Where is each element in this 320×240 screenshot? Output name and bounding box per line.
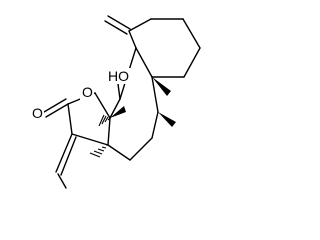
- hash-junction-upper: [98, 114, 111, 127]
- cyclohexane-ring: [128, 18, 201, 78]
- atom-label-hydroxyl: HO: [106, 68, 132, 84]
- wedge-methyl: [158, 112, 176, 127]
- carbonyl-oxygen-label: O: [32, 105, 43, 121]
- wedge-bonds: [110, 77, 176, 127]
- chemical-structure: HO O O: [30, 15, 201, 189]
- hash-junction-lower: [89, 144, 108, 158]
- atom-label-carbonyl-oxygen: O: [30, 105, 44, 121]
- lower-exocyclic-methylene: [55, 133, 77, 189]
- middle-ring: [107, 47, 159, 161]
- top-exocyclic-methylene: [104, 15, 152, 35]
- carbonyl-bond: [43, 98, 69, 118]
- lactone-ring: [67, 92, 111, 146]
- hashed-bonds: [89, 114, 111, 158]
- hydroxyl-label: HO: [108, 68, 129, 84]
- ring-oxygen-label: O: [82, 84, 93, 100]
- atom-label-ring-oxygen: O: [80, 84, 94, 100]
- hydroxyl-bond: [117, 83, 121, 100]
- wedge-ring-junction-2: [152, 77, 171, 96]
- wedge-ring-junction-1: [110, 106, 126, 118]
